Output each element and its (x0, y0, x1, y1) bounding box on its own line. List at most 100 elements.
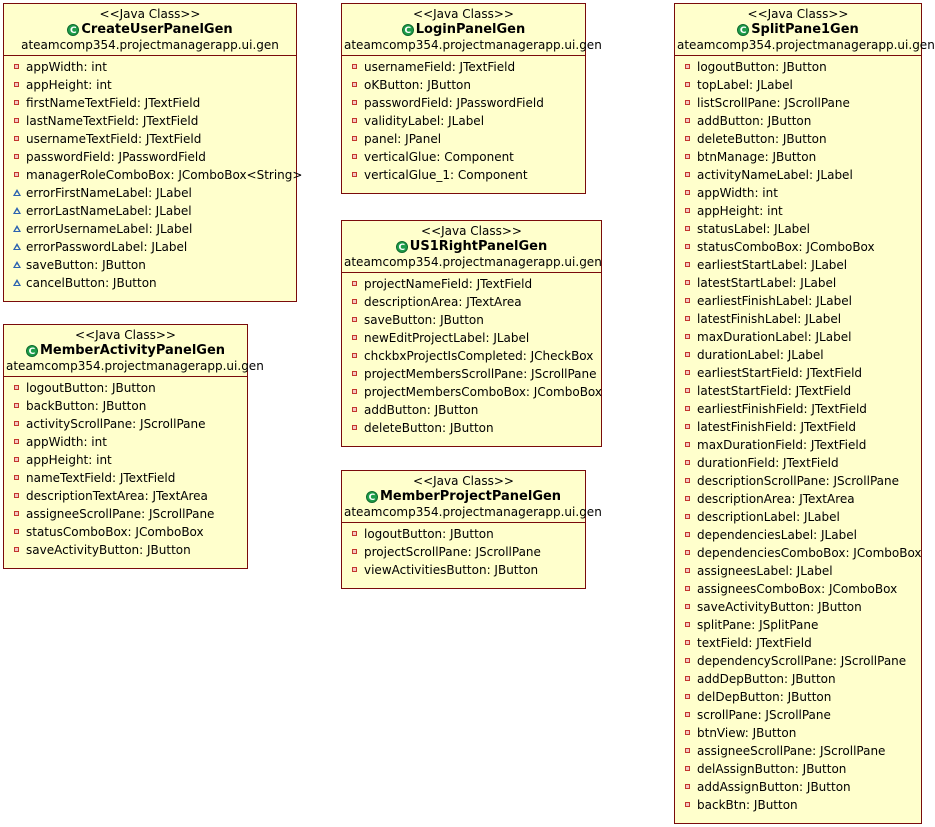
private-visibility-icon (683, 476, 693, 486)
field-text: nameTextField: JTextField (26, 471, 176, 485)
field-text: latestStartLabel: JLabel (697, 276, 837, 290)
java-class-icon: C (395, 241, 408, 253)
field-row: activityNameLabel: JLabel (675, 166, 921, 184)
private-visibility-icon (350, 279, 360, 289)
package-visibility-icon (12, 206, 22, 216)
private-visibility-icon (12, 383, 22, 393)
field-text: appHeight: int (26, 453, 112, 467)
private-visibility-icon (683, 278, 693, 288)
field-row: latestStartField: JTextField (675, 382, 921, 400)
field-text: listScrollPane: JScrollPane (697, 96, 850, 110)
private-visibility-icon (12, 401, 22, 411)
private-visibility-icon (683, 296, 693, 306)
field-row: verticalGlue_1: Component (342, 166, 585, 184)
field-text: descriptionLabel: JLabel (697, 510, 840, 524)
field-row: saveButton: JButton (4, 256, 296, 274)
field-text: lastNameTextField: JTextField (26, 114, 199, 128)
field-row: earliestStartField: JTextField (675, 364, 921, 382)
private-visibility-icon (683, 656, 693, 666)
field-row: nameTextField: JTextField (4, 469, 247, 487)
private-visibility-icon (350, 547, 360, 557)
java-class-icon: C (401, 24, 414, 36)
field-row: descriptionArea: JTextArea (342, 293, 601, 311)
stereotype-label: <<Java Class>> (421, 224, 522, 238)
field-text: projectMembersScrollPane: JScrollPane (364, 367, 597, 381)
private-visibility-icon (683, 584, 693, 594)
field-text: verticalGlue_1: Component (364, 168, 528, 182)
field-row: addAssignButton: JButton (675, 778, 921, 796)
field-row: chckbxProjectIsCompleted: JCheckBox (342, 347, 601, 365)
field-text: appWidth: int (26, 60, 107, 74)
package-name: ateamcomp354.projectmanagerapp.ui.gen (6, 359, 264, 373)
private-visibility-icon (683, 80, 693, 90)
field-text: logoutButton: JButton (364, 527, 494, 541)
package-name: ateamcomp354.projectmanagerapp.ui.gen (21, 38, 279, 52)
private-visibility-icon (350, 387, 360, 397)
field-row: errorUsernameLabel: JLabel (4, 220, 296, 238)
private-visibility-icon (683, 332, 693, 342)
private-visibility-icon (683, 746, 693, 756)
field-text: statusComboBox: JComboBox (697, 240, 875, 254)
field-text: usernameField: JTextField (364, 60, 516, 74)
private-visibility-icon (683, 512, 693, 522)
field-row: latestFinishLabel: JLabel (675, 310, 921, 328)
field-row: scrollPane: JScrollPane (675, 706, 921, 724)
private-visibility-icon (683, 134, 693, 144)
class-name: MemberProjectPanelGen (379, 489, 562, 504)
private-visibility-icon (12, 134, 22, 144)
private-visibility-icon (12, 473, 22, 483)
field-row: appHeight: int (675, 202, 921, 220)
field-row: errorLastNameLabel: JLabel (4, 202, 296, 220)
field-row: cancelButton: JButton (4, 274, 296, 292)
private-visibility-icon (12, 152, 22, 162)
field-text: newEditProjectLabel: JLabel (364, 331, 530, 345)
private-visibility-icon (350, 315, 360, 325)
field-text: logoutButton: JButton (26, 381, 156, 395)
field-text: earliestStartField: JTextField (697, 366, 863, 380)
private-visibility-icon (683, 98, 693, 108)
field-row: maxDurationField: JTextField (675, 436, 921, 454)
private-visibility-icon (350, 529, 360, 539)
private-visibility-icon (350, 405, 360, 415)
private-visibility-icon (683, 260, 693, 270)
field-row: descriptionTextArea: JTextArea (4, 487, 247, 505)
field-row: lastNameTextField: JTextField (4, 112, 296, 130)
private-visibility-icon (12, 509, 22, 519)
field-row: addButton: JButton (675, 112, 921, 130)
field-text: panel: JPanel (364, 132, 442, 146)
field-text: appWidth: int (26, 435, 107, 449)
field-row: earliestStartLabel: JLabel (675, 256, 921, 274)
field-text: saveActivityButton: JButton (26, 543, 191, 557)
private-visibility-icon (683, 242, 693, 252)
stereotype-label: <<Java Class>> (413, 7, 514, 21)
field-row: dependencyScrollPane: JScrollPane (675, 652, 921, 670)
field-text: firstNameTextField: JTextField (26, 96, 201, 110)
field-text: earliestFinishLabel: JLabel (697, 294, 852, 308)
private-visibility-icon (683, 62, 693, 72)
java-class-icon: C (737, 24, 750, 36)
field-row: delAssignButton: JButton (675, 760, 921, 778)
package-visibility-icon (12, 242, 22, 252)
field-row: addDepButton: JButton (675, 670, 921, 688)
field-text: appWidth: int (697, 186, 778, 200)
private-visibility-icon (683, 314, 693, 324)
field-text: addDepButton: JButton (697, 672, 836, 686)
private-visibility-icon (350, 80, 360, 90)
private-visibility-icon (12, 527, 22, 537)
field-row: assigneeScrollPane: JScrollPane (675, 742, 921, 760)
field-text: chckbxProjectIsCompleted: JCheckBox (364, 349, 594, 363)
field-text: addButton: JButton (364, 403, 479, 417)
private-visibility-icon (683, 152, 693, 162)
class-name: SplitPane1Gen (751, 22, 859, 37)
field-text: maxDurationField: JTextField (697, 438, 867, 452)
field-row: addButton: JButton (342, 401, 601, 419)
private-visibility-icon (683, 728, 693, 738)
field-text: delAssignButton: JButton (697, 762, 847, 776)
private-visibility-icon (350, 98, 360, 108)
field-text: saveButton: JButton (364, 313, 484, 327)
